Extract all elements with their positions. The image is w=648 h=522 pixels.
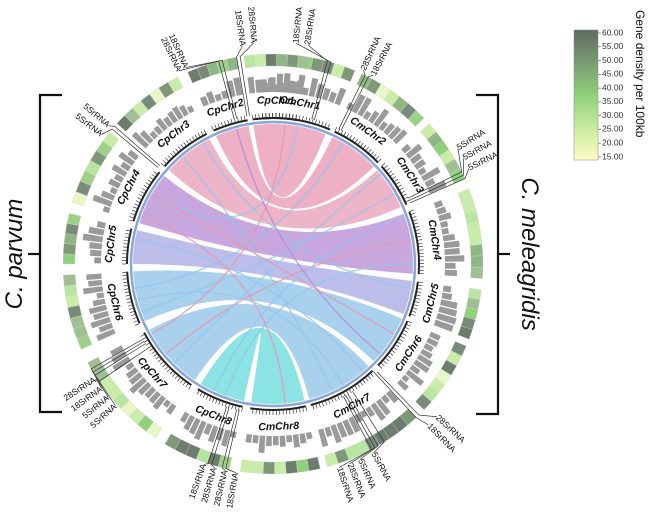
legend-tick-label: 60.00 <box>602 27 624 37</box>
chromosome-label: CpChr8 <box>193 403 233 428</box>
species-label-left: C. parvum <box>1 199 28 310</box>
legend-tick-label: 15.00 <box>602 151 624 161</box>
chromosome-cmchr5: CmChr5 <box>408 281 482 340</box>
chromosome-cpchr8: CpChr8 <box>164 388 243 470</box>
link-chr4 <box>139 175 413 274</box>
chromosome-cmchr8: CmChr8 <box>239 405 321 475</box>
rrna-label: 28SrRNA <box>302 8 318 46</box>
link-chr6 <box>133 270 402 362</box>
chromosome-cpchr1: CpChr1 <box>243 53 310 122</box>
legend-tick-label: 35.00 <box>602 96 624 106</box>
gene-density-legend: 60.00 55.00 50.00 45.00 40.00 35.00 30.00 25.00… <box>573 10 647 161</box>
species-label-right: C. meleagridis <box>516 177 543 330</box>
chromosome-cpchr5: CpChr5 <box>62 213 133 265</box>
species-brace-right <box>476 93 510 416</box>
chromosome-label: CmChr8 <box>258 420 299 433</box>
rrna-label: 18SrRNA <box>291 6 305 43</box>
link-chr2 <box>216 126 374 209</box>
legend-tick-label: 20.00 <box>602 137 624 147</box>
inner-ring <box>129 120 417 408</box>
chromosome-label: CpChr5 <box>103 224 120 263</box>
legend-tick-label: 30.00 <box>602 110 624 120</box>
chromosome-cmchr4: CmChr4 <box>408 188 484 279</box>
synteny-links <box>133 124 414 404</box>
legend-tick-label: 25.00 <box>602 124 624 134</box>
link-chr1 <box>253 124 326 197</box>
legend-color-bar <box>573 29 599 161</box>
legend-title: Gene density per 100kb <box>633 10 647 138</box>
link-chr7 <box>149 304 369 400</box>
legend-tick-label: 55.00 <box>602 41 624 51</box>
link-chr5 <box>133 230 412 315</box>
rrna-label: 18SrRNA <box>233 9 248 47</box>
chromosome-label: CmChr4 <box>425 219 443 261</box>
chromosome-cmchr6: CmChr6 <box>377 320 467 411</box>
legend-tick-label: 50.00 <box>602 55 624 65</box>
chromosome-cpchr6: CpChr6 <box>63 271 141 350</box>
legend-tick-label: 45.00 <box>602 69 624 79</box>
link-chr8 <box>200 327 305 404</box>
chromosome-label: CpChr1 <box>257 94 295 107</box>
species-brace-left <box>28 93 62 414</box>
legend-tick-label: 40.00 <box>602 82 624 92</box>
rrna-label: 28SrRNA <box>246 6 259 43</box>
